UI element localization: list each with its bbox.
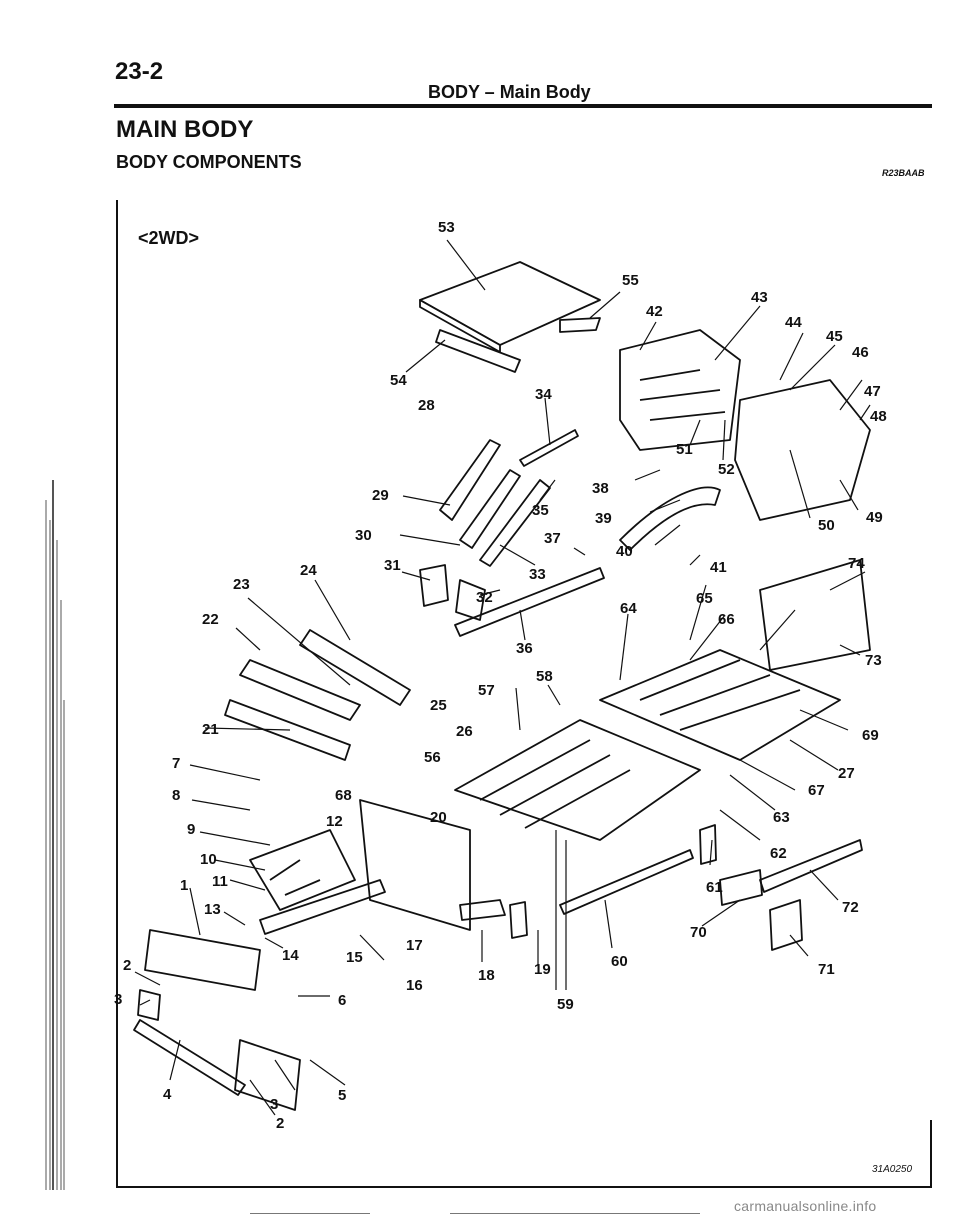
- callout-21: 21: [202, 721, 219, 738]
- callout-66: 66: [718, 611, 735, 628]
- callout-6: 6: [338, 992, 346, 1009]
- callout-51: 51: [676, 441, 693, 458]
- callout-70: 70: [690, 924, 707, 941]
- callout-45: 45: [826, 328, 843, 345]
- callout-14: 14: [282, 947, 299, 964]
- callout-10: 10: [200, 851, 217, 868]
- callout-15: 15: [346, 949, 363, 966]
- callout-36: 36: [516, 640, 533, 657]
- callout-3: 3: [270, 1096, 278, 1113]
- callout-64: 64: [620, 600, 637, 617]
- callout-3: 3: [114, 991, 122, 1008]
- callout-24: 24: [300, 562, 317, 579]
- callout-68: 68: [335, 787, 352, 804]
- callout-30: 30: [355, 527, 372, 544]
- body-parts-drawing: [133, 261, 871, 1111]
- footer-rule-right: [450, 1213, 700, 1214]
- callout-2: 2: [123, 957, 131, 974]
- callout-4: 4: [163, 1086, 172, 1103]
- callout-13: 13: [204, 901, 221, 918]
- variant-label: <2WD>: [138, 228, 200, 248]
- watermark: carmanualsonline.info: [734, 1198, 877, 1214]
- callout-32: 32: [476, 589, 493, 606]
- callout-44: 44: [785, 314, 802, 331]
- subsection-title: BODY COMPONENTS: [116, 152, 302, 172]
- page-number: 23-2: [115, 58, 164, 85]
- callout-22: 22: [202, 611, 219, 628]
- callout-41: 41: [710, 559, 727, 576]
- callout-62: 62: [770, 845, 787, 862]
- footer-rule-left: [250, 1213, 370, 1214]
- callout-7: 7: [172, 755, 180, 772]
- callout-34: 34: [535, 386, 552, 403]
- callout-2: 2: [276, 1115, 284, 1132]
- callout-61: 61: [706, 879, 723, 896]
- callout-63: 63: [773, 809, 790, 826]
- callout-40: 40: [616, 543, 633, 560]
- callout-20: 20: [430, 809, 447, 826]
- callout-25: 25: [430, 697, 447, 714]
- leader-lines: [134, 239, 871, 1116]
- callout-53: 53: [438, 219, 455, 236]
- callout-50: 50: [818, 517, 835, 534]
- running-title: BODY – Main Body: [428, 82, 591, 102]
- callout-65: 65: [696, 590, 713, 607]
- callout-48: 48: [870, 408, 887, 425]
- callout-5: 5: [338, 1087, 346, 1104]
- section-title: MAIN BODY: [116, 116, 254, 143]
- callout-49: 49: [866, 509, 883, 526]
- callout-54: 54: [390, 372, 407, 389]
- callout-12: 12: [326, 813, 343, 830]
- callout-37: 37: [544, 530, 561, 547]
- callout-16: 16: [406, 977, 423, 994]
- figure-frame-bottom: [116, 1186, 932, 1188]
- callout-11: 11: [212, 873, 228, 890]
- callout-59: 59: [557, 996, 574, 1013]
- callout-42: 42: [646, 303, 663, 320]
- callout-23: 23: [233, 576, 250, 593]
- figure-frame-left: [116, 200, 118, 1188]
- callout-69: 69: [862, 727, 879, 744]
- callout-1: 1: [180, 877, 188, 894]
- callout-47: 47: [864, 383, 881, 400]
- figure-frame-right: [930, 1120, 932, 1188]
- callout-18: 18: [478, 967, 495, 984]
- binding-marks: [45, 480, 65, 1190]
- callout-71: 71: [818, 961, 835, 978]
- callout-46: 46: [852, 344, 869, 361]
- callout-33: 33: [529, 566, 546, 583]
- header-rule: [114, 104, 932, 108]
- callout-55: 55: [622, 272, 639, 289]
- callout-9: 9: [187, 821, 195, 838]
- callout-56: 56: [424, 749, 441, 766]
- callout-60: 60: [611, 953, 628, 970]
- callout-38: 38: [592, 480, 609, 497]
- figure-code: 31A0250: [872, 1164, 913, 1175]
- callout-28: 28: [418, 397, 435, 414]
- callout-57: 57: [478, 682, 495, 699]
- callout-72: 72: [842, 899, 859, 916]
- callout-73: 73: [865, 652, 882, 669]
- callout-17: 17: [406, 937, 423, 954]
- callout-26: 26: [456, 723, 473, 740]
- reference-code: R23BAAB: [882, 168, 925, 178]
- callout-27: 27: [838, 765, 855, 782]
- callout-19: 19: [534, 961, 551, 978]
- callout-39: 39: [595, 510, 612, 527]
- callout-8: 8: [172, 787, 180, 804]
- callout-67: 67: [808, 782, 825, 799]
- callout-31: 31: [384, 557, 401, 574]
- callout-58: 58: [536, 668, 553, 685]
- callout-52: 52: [718, 461, 735, 478]
- callout-35: 35: [532, 502, 549, 519]
- callout-43: 43: [751, 289, 768, 306]
- callout-29: 29: [372, 487, 389, 504]
- callout-74: 74: [848, 555, 865, 572]
